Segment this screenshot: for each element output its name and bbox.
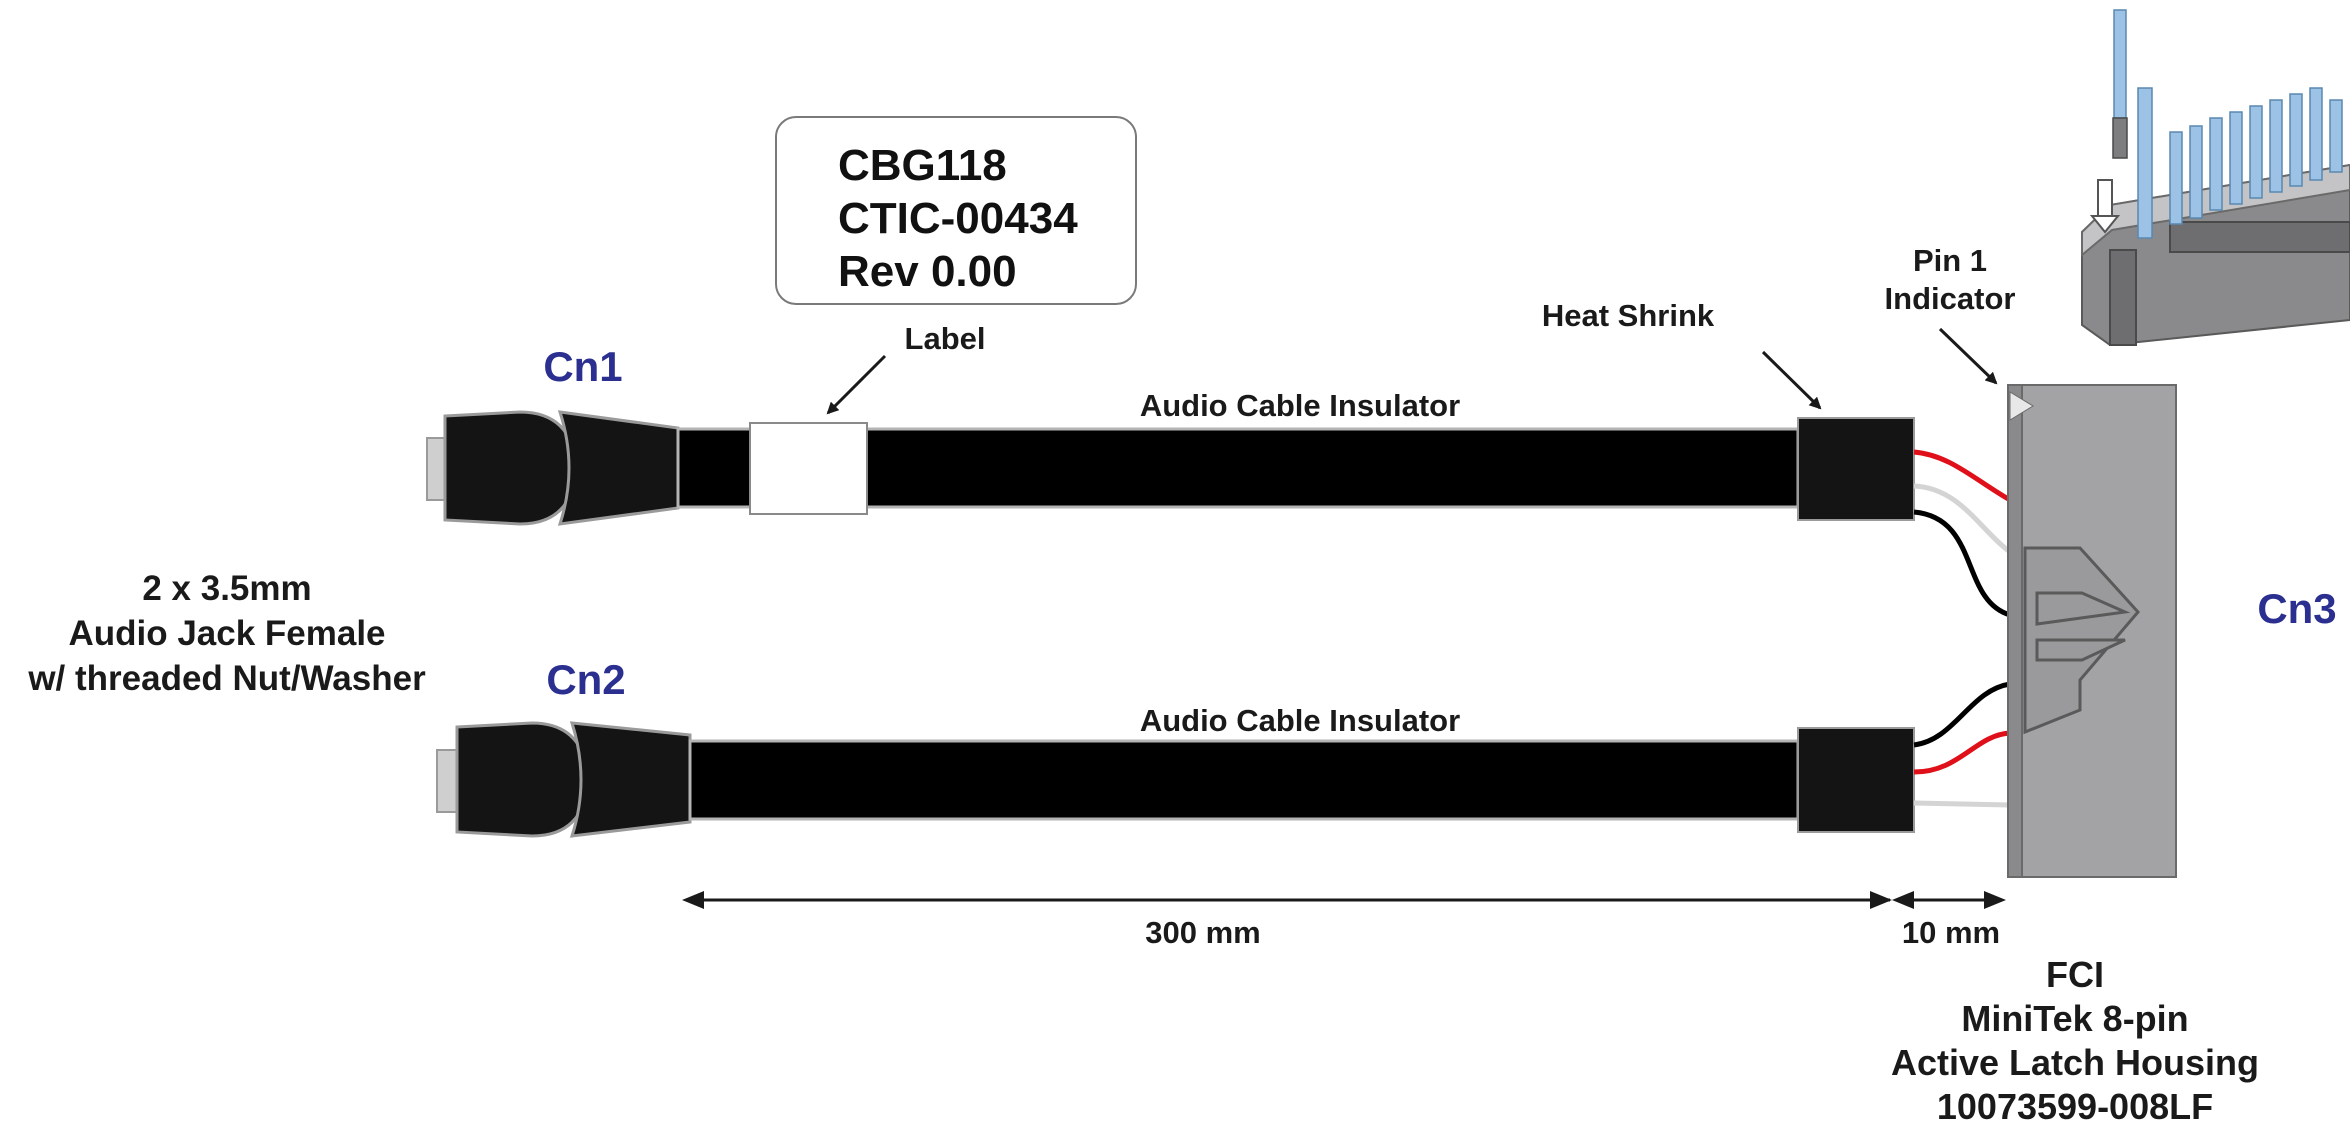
- pin1-arrow: [1938, 327, 1998, 385]
- cn3-label: Cn3: [2257, 585, 2336, 632]
- heat-shrink-top: [1797, 417, 1915, 521]
- housing-description-line-1: FCI: [2046, 954, 2104, 995]
- latch-slot-lower: [2035, 638, 2126, 662]
- wire-white-top: [1913, 483, 2012, 555]
- label-line-3: Rev 0.00: [838, 247, 1017, 296]
- pin1-callout-line-1: Pin 1: [1913, 243, 1987, 278]
- cable-top: Audio Cable Insulator: [426, 388, 1915, 526]
- dimension-300mm: 300 mm: [682, 891, 1892, 950]
- cable-insulator-bottom: [688, 739, 1800, 821]
- housing-description-line-3: Active Latch Housing: [1891, 1042, 2259, 1083]
- heat-shrink-bottom: [1797, 727, 1915, 833]
- pin1-marker: [2009, 391, 2034, 421]
- insulator-label-bottom: Audio Cable Insulator: [1140, 703, 1460, 738]
- wire-red-bottom: [1913, 730, 2011, 775]
- wire-black-top: [1913, 509, 2011, 618]
- cn1-label: Cn1: [543, 343, 622, 390]
- connector-3d-illustration: [2081, 9, 2350, 347]
- housing-description-line-2: MiniTek 8-pin: [1961, 998, 2188, 1039]
- dimension-10mm-label: 10 mm: [1902, 915, 2000, 950]
- wire-white-bottom: [1913, 800, 2011, 808]
- housing-description: FCI MiniTek 8-pin Active Latch Housing 1…: [1891, 954, 2259, 1127]
- wire-red-top: [1913, 449, 2012, 503]
- wires: [1913, 449, 2012, 808]
- jack-description-line-2: Audio Jack Female: [68, 614, 385, 653]
- label-box: CBG118 CTIC-00434 Rev 0.00: [775, 116, 1137, 305]
- label-arrow: [826, 354, 887, 415]
- dimension-10mm: 10 mm: [1892, 891, 2006, 950]
- housing-edge: [2007, 384, 2023, 878]
- label-line-2: CTIC-00434: [838, 194, 1078, 243]
- jack-boot-bottom: [569, 721, 692, 838]
- jack-body-top: [443, 410, 579, 526]
- jack-body-bottom: [455, 721, 591, 838]
- label-callout: Label: [905, 321, 986, 356]
- jack-description-line-1: 2 x 3.5mm: [142, 569, 311, 608]
- heat-shrink-callout: Heat Shrink: [1542, 298, 1715, 333]
- jack-description-line-3: w/ threaded Nut/Washer: [27, 659, 426, 698]
- housing-connector: [2007, 384, 2177, 878]
- jack-description: 2 x 3.5mm Audio Jack Female w/ threaded …: [27, 569, 426, 698]
- jack-boot-top: [557, 410, 680, 526]
- cable-bottom: Audio Cable Insulator: [436, 703, 1915, 838]
- insulator-label-top: Audio Cable Insulator: [1140, 388, 1460, 423]
- housing-description-line-4: 10073599-008LF: [1937, 1086, 2213, 1127]
- heat-shrink-arrow: [1761, 350, 1822, 410]
- label-line-1: CBG118: [838, 141, 1007, 190]
- dimension-300mm-label: 300 mm: [1145, 915, 1260, 950]
- label-sleeve: [749, 422, 868, 515]
- cn2-label: Cn2: [546, 656, 625, 703]
- latch-slot-upper: [2035, 591, 2131, 626]
- wire-black-bottom: [1913, 681, 2011, 748]
- pin1-callout-line-2: Indicator: [1885, 281, 2016, 316]
